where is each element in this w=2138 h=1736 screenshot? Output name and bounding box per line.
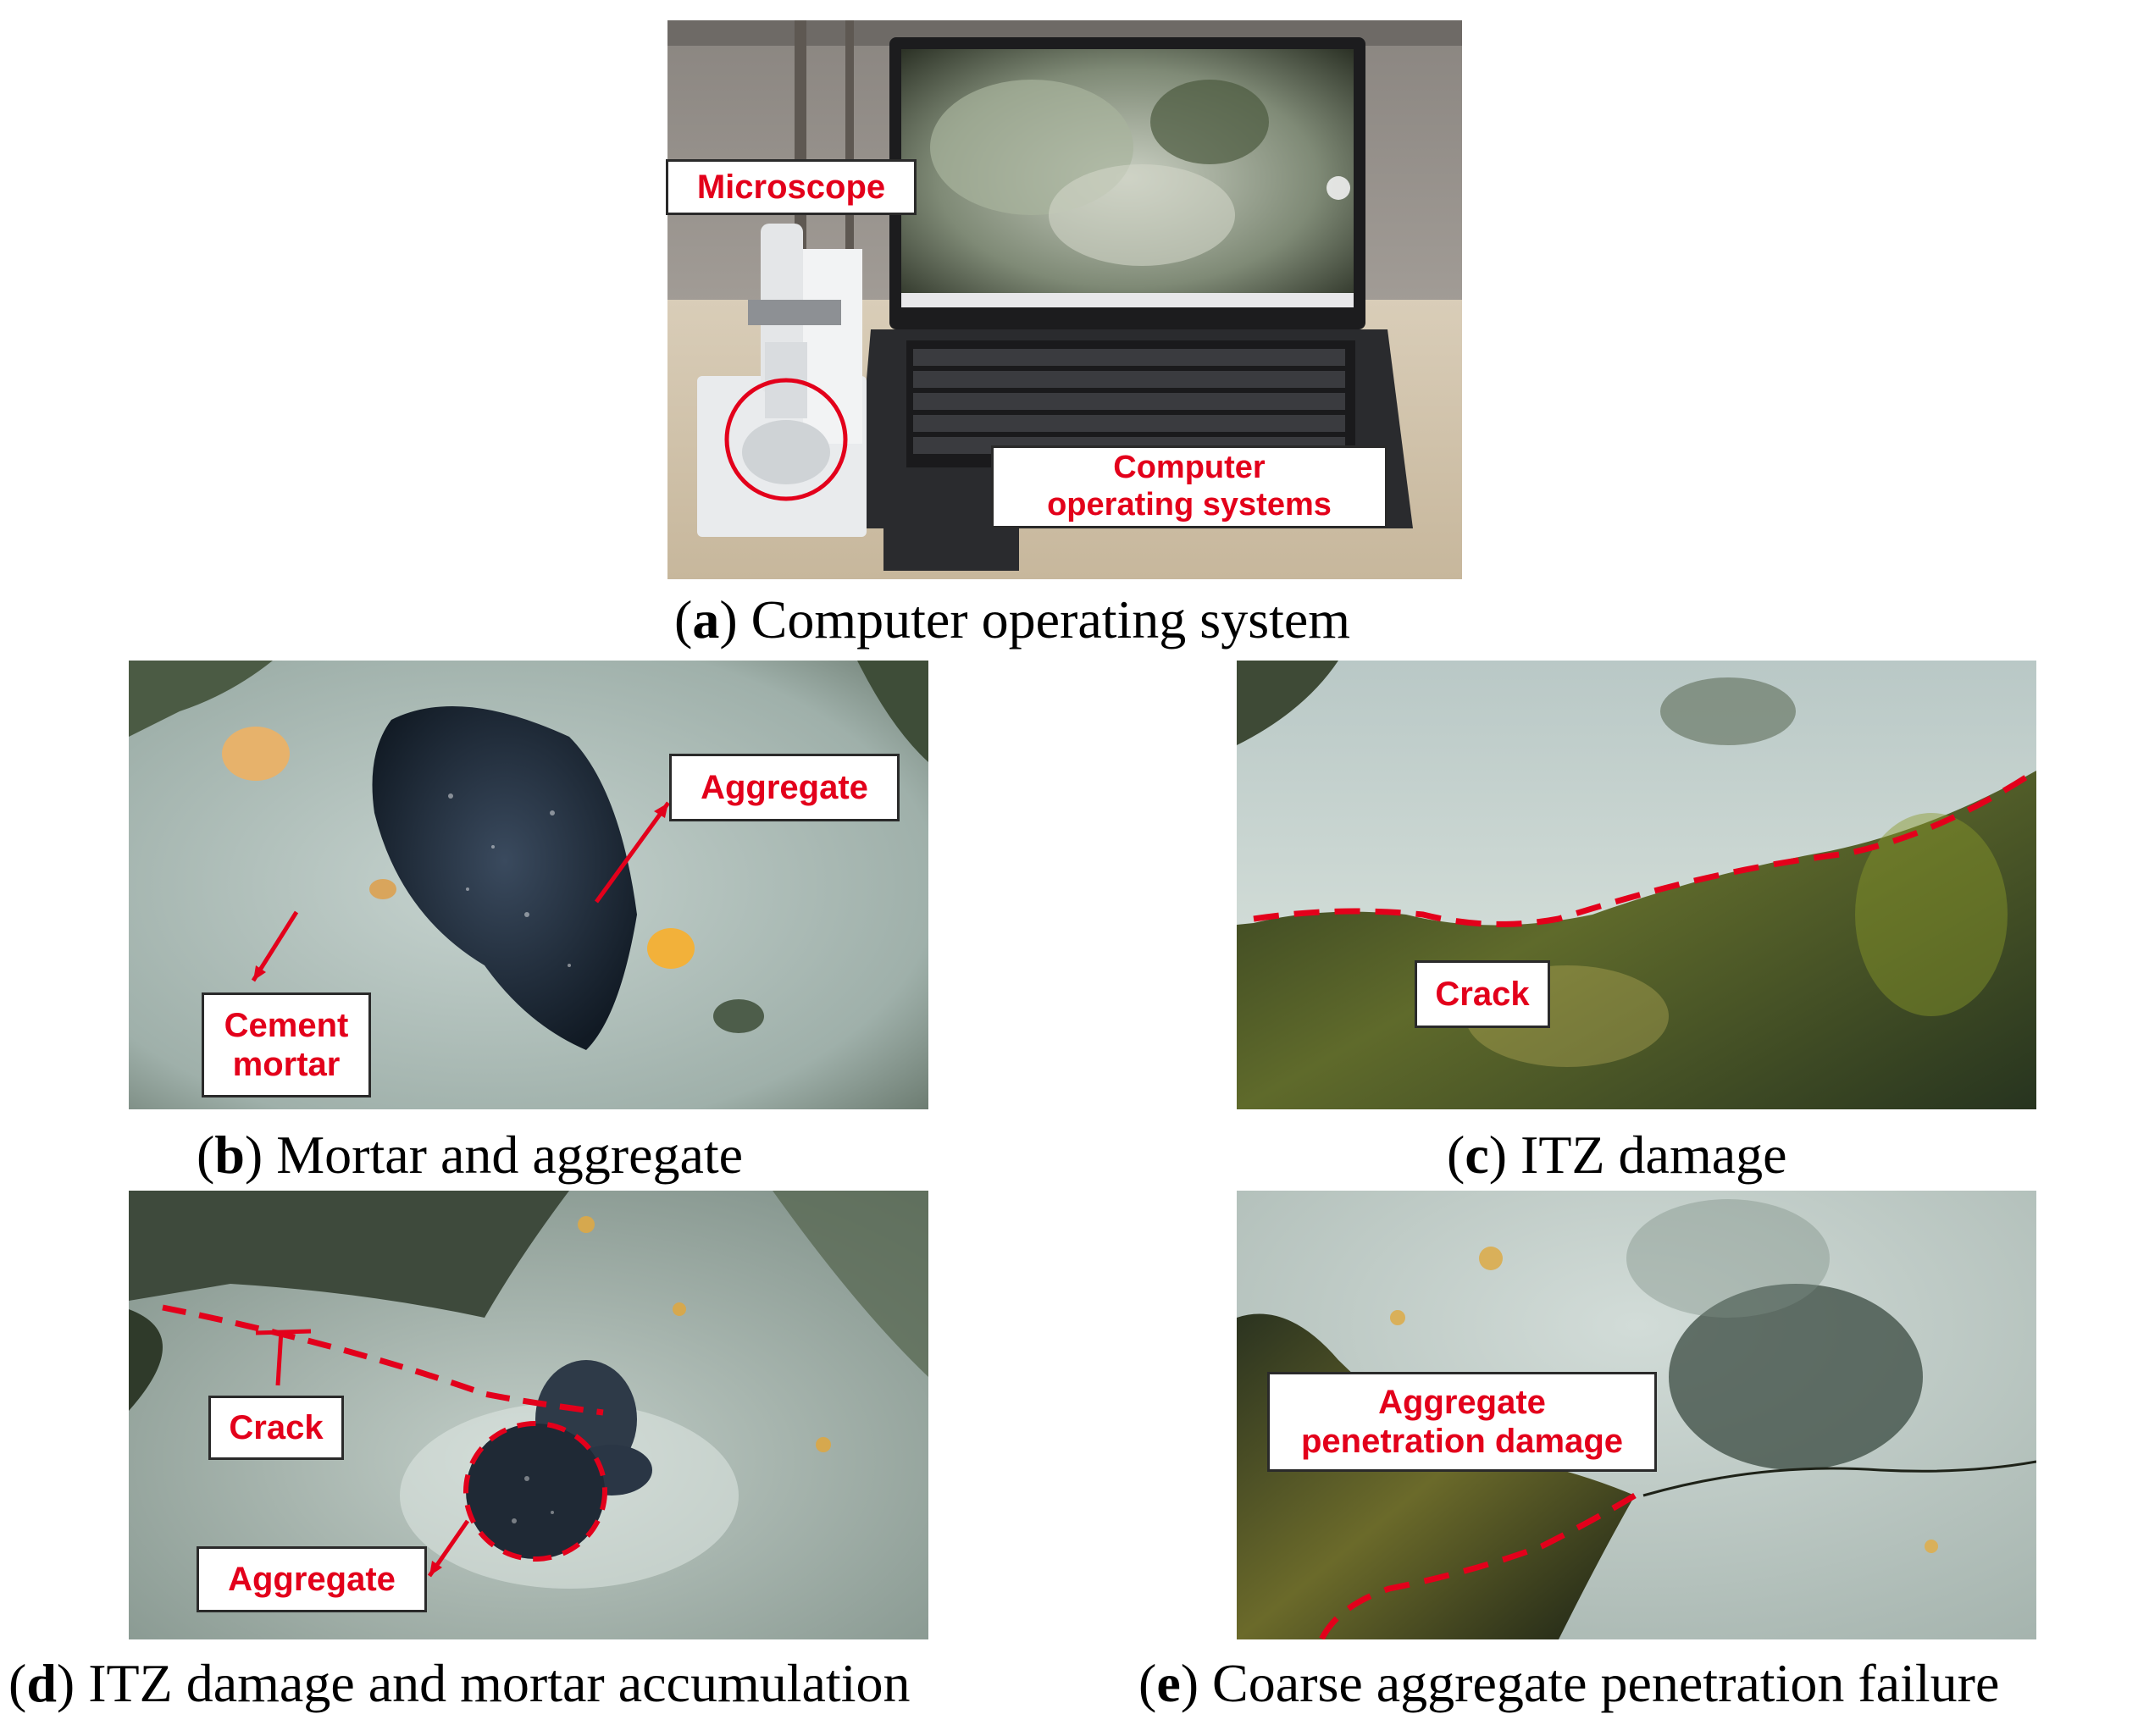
caption-c: (c) ITZ damage [1447, 1125, 1787, 1185]
caption-b: (b) Mortar and aggregate [197, 1125, 744, 1185]
label-d-aggregate: Aggregate [197, 1546, 427, 1612]
caption-a: (a) Computer operating system [674, 589, 1351, 650]
panel-c-photo [1237, 661, 2036, 1109]
label-e-aggregate-penetration-damage: Aggregate penetration damage [1267, 1372, 1657, 1472]
label-b-aggregate: Aggregate [669, 754, 900, 821]
panel-a-photo [667, 20, 1462, 579]
label-computer-operating-systems: Computer operating systems [991, 445, 1387, 528]
label-microscope: Microscope [666, 159, 917, 215]
caption-d: (d) ITZ damage and mortar accumulation [8, 1653, 911, 1713]
panel-a-illustration [667, 20, 1462, 579]
label-b-cement-mortar: Cement mortar [202, 992, 371, 1097]
label-d-crack: Crack [208, 1396, 344, 1460]
label-c-crack: Crack [1415, 960, 1550, 1028]
panel-c-illustration [1237, 661, 2036, 1109]
caption-e: (e) Coarse aggregate penetration failure [1138, 1653, 2000, 1713]
